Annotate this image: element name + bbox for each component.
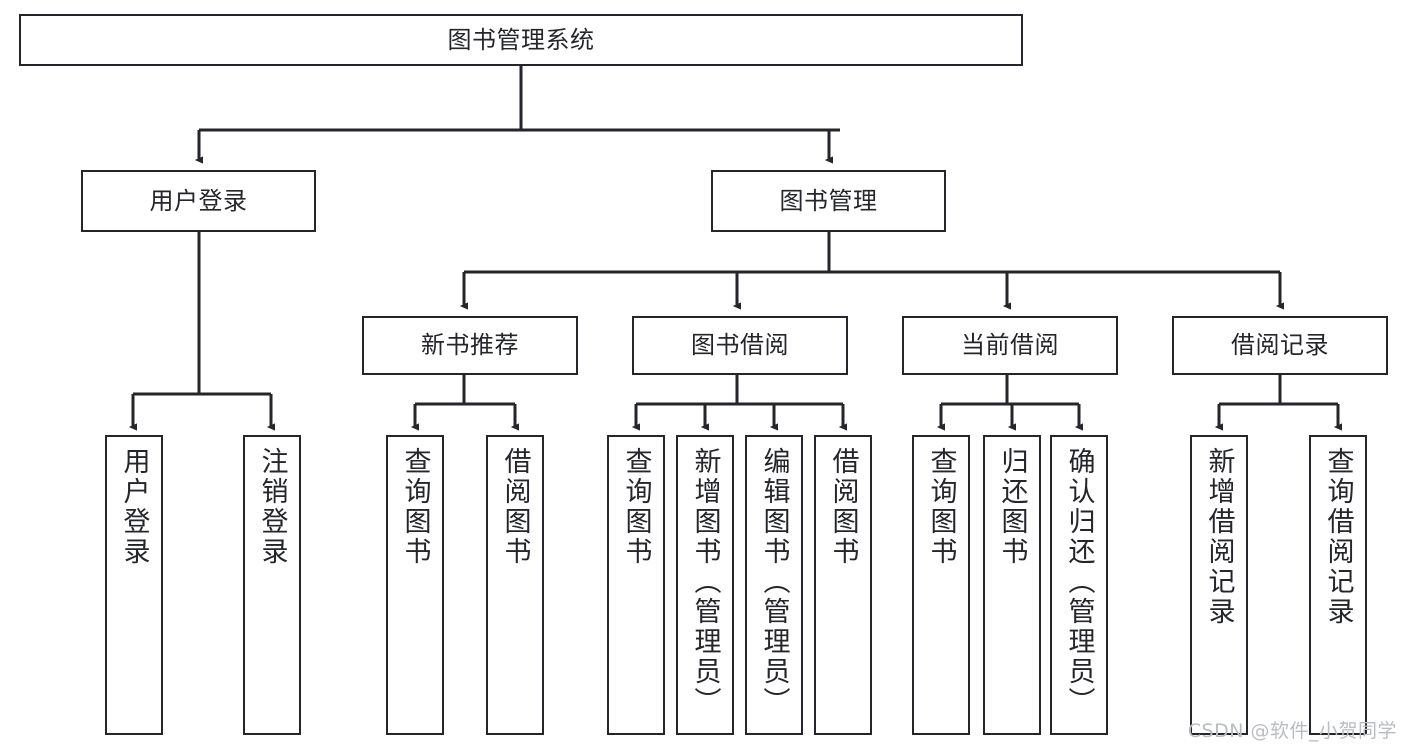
- node-leaf-query-book-borrowing[interactable]: 查询图书: [607, 435, 665, 735]
- node-leaf-add-book-admin[interactable]: 新增图书（管理员）: [676, 435, 734, 735]
- node-label: 用户登录: [149, 186, 248, 215]
- node-leaf-query-book-newbook[interactable]: 查询图书: [386, 435, 444, 735]
- node-borrowing-record[interactable]: 借阅记录: [1172, 316, 1388, 375]
- node-leaf-confirm-return-admin[interactable]: 确认归还（管理员）: [1050, 435, 1108, 735]
- node-new-book-recommendation[interactable]: 新书推荐: [362, 316, 578, 375]
- node-label: 查询图书: [925, 447, 957, 567]
- node-label: 查询借阅记录: [1322, 447, 1354, 627]
- node-label: 借阅记录: [1231, 331, 1329, 360]
- node-leaf-query-book-current[interactable]: 查询图书: [912, 435, 970, 735]
- node-current-borrowing[interactable]: 当前借阅: [902, 316, 1118, 375]
- node-label: 新增图书（管理员）: [689, 447, 721, 717]
- node-leaf-query-borrow-record[interactable]: 查询借阅记录: [1309, 435, 1367, 735]
- node-label: 查询图书: [620, 447, 652, 567]
- node-book-management[interactable]: 图书管理: [711, 170, 946, 232]
- node-label: 编辑图书（管理员）: [758, 447, 790, 717]
- node-label: 借阅图书: [499, 447, 531, 567]
- node-leaf-return-book[interactable]: 归还图书: [983, 435, 1041, 735]
- node-label: 新增借阅记录: [1203, 447, 1235, 627]
- node-leaf-edit-book-admin[interactable]: 编辑图书（管理员）: [745, 435, 803, 735]
- node-leaf-user-login[interactable]: 用户登录: [105, 435, 163, 735]
- node-label: 确认归还（管理员）: [1063, 447, 1095, 717]
- node-leaf-borrow-book-newbook[interactable]: 借阅图书: [486, 435, 544, 735]
- node-label: 新书推荐: [421, 331, 519, 360]
- node-label: 查询图书: [399, 447, 431, 567]
- node-label: 归还图书: [996, 447, 1028, 567]
- node-label: 借阅图书: [827, 447, 859, 567]
- node-leaf-add-borrow-record[interactable]: 新增借阅记录: [1190, 435, 1248, 735]
- node-book-management-system[interactable]: 图书管理系统: [19, 14, 1023, 66]
- node-label: 图书借阅: [691, 331, 789, 360]
- node-label: 用户登录: [118, 447, 150, 567]
- node-leaf-logout[interactable]: 注销登录: [243, 435, 301, 735]
- watermark-text: CSDN @软件_小贺同学: [1187, 720, 1397, 742]
- node-label: 图书管理系统: [447, 25, 595, 54]
- node-label: 注销登录: [256, 447, 288, 567]
- node-leaf-borrow-book[interactable]: 借阅图书: [814, 435, 872, 735]
- node-label: 当前借阅: [961, 331, 1059, 360]
- node-user-login[interactable]: 用户登录: [81, 170, 316, 232]
- node-label: 图书管理: [779, 186, 878, 215]
- node-book-borrowing[interactable]: 图书借阅: [632, 316, 848, 375]
